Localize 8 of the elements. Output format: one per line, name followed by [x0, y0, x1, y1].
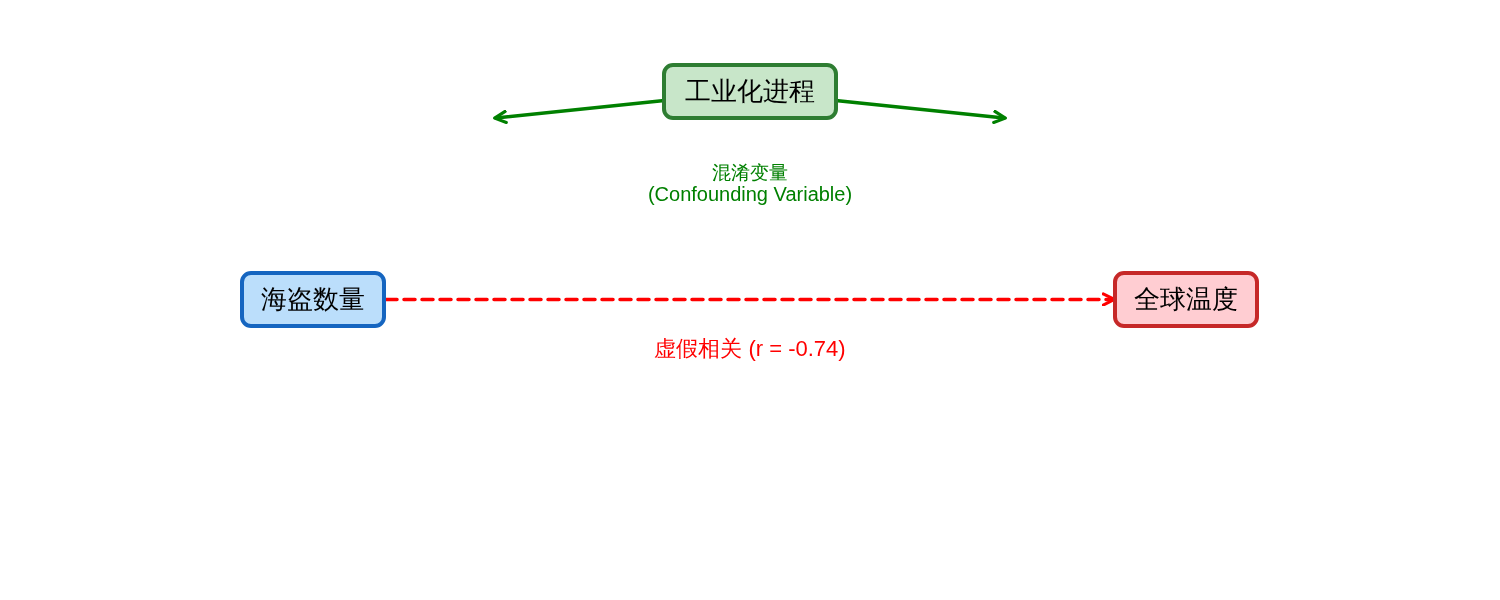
process-box: 全球温度 [1113, 271, 1259, 328]
process-box: 工业化进程 [662, 63, 838, 120]
annotation-text: (Confounding Variable) [647, 183, 853, 206]
edge-label: 虚假相关 (r = -0.74) [654, 334, 846, 364]
annotation-text: 混淆变量 [712, 161, 788, 185]
process-box: 海盗数量 [240, 271, 386, 328]
arrow [493, 98, 664, 125]
arrow [836, 98, 1007, 125]
